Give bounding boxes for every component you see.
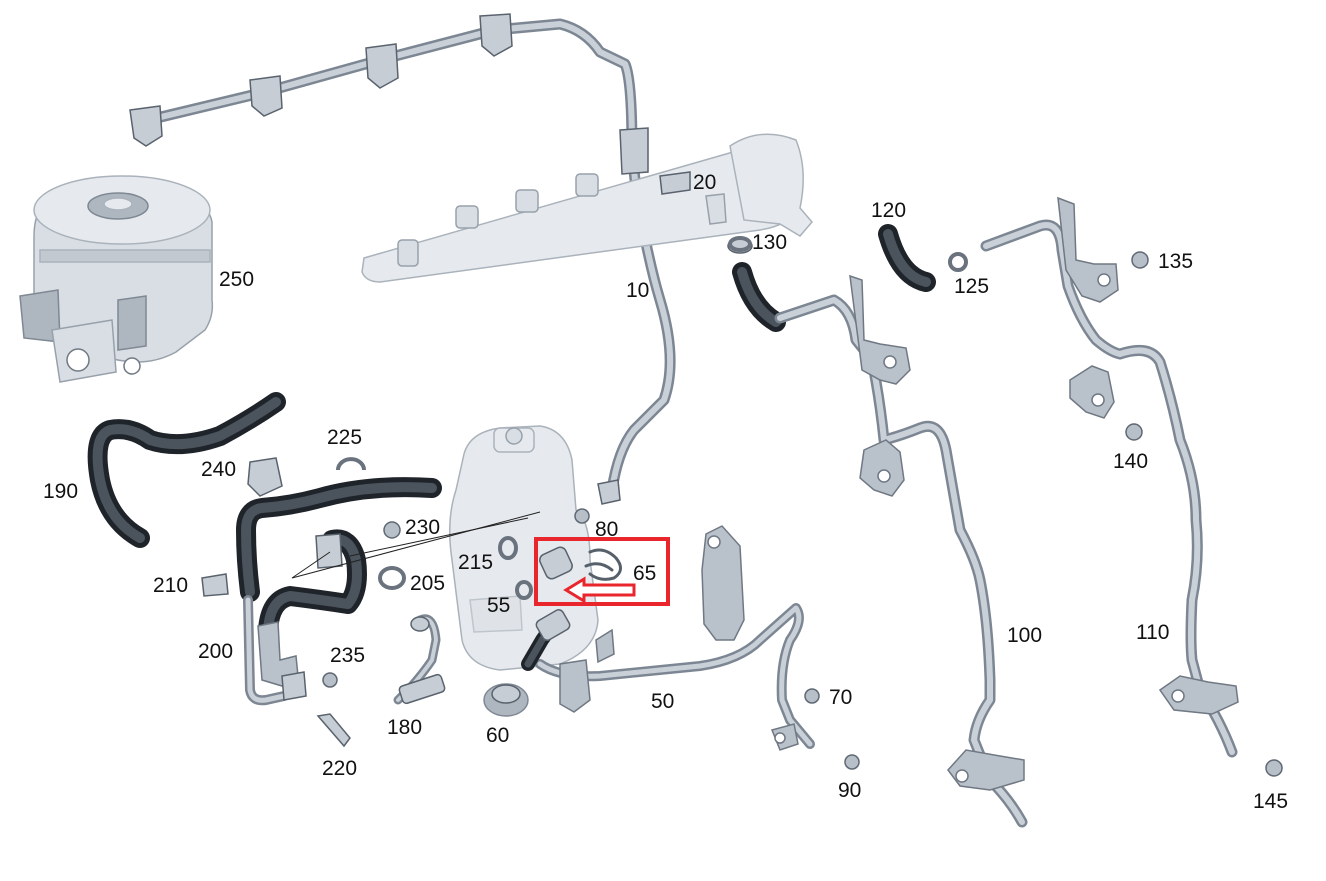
label-225: 225	[327, 426, 362, 449]
label-10: 10	[626, 279, 649, 302]
highlight-arrow-icon	[563, 576, 636, 604]
pump-callout-lines	[291, 511, 541, 579]
part-190-hose	[87, 392, 286, 548]
part-fuel-rail	[361, 133, 813, 283]
label-240: 240	[201, 458, 236, 481]
part-65-fittings	[539, 546, 622, 581]
label-200: 200	[198, 640, 233, 663]
label-135: 135	[1158, 250, 1193, 273]
part-pump-short-hose	[521, 609, 571, 671]
label-50: 50	[651, 690, 674, 713]
label-140: 140	[1113, 450, 1148, 473]
part-hoses-upper-right	[727, 224, 968, 332]
part-200-hose-assembly	[236, 477, 442, 706]
part-180-pipe-sensor	[393, 614, 446, 705]
label-210: 210	[153, 574, 188, 597]
label-20: 20	[693, 171, 716, 194]
label-125: 125	[954, 275, 989, 298]
label-65: 65	[633, 562, 656, 585]
small-parts	[201, 171, 1283, 777]
label-235: 235	[330, 644, 365, 667]
part-60-sensor	[483, 683, 529, 717]
label-55: 55	[487, 594, 510, 617]
highlight-rectangle	[534, 537, 670, 606]
label-190: 190	[43, 480, 78, 503]
label-180: 180	[387, 716, 422, 739]
label-205: 205	[410, 572, 445, 595]
label-130: 130	[752, 231, 787, 254]
part-220-sensor	[316, 713, 351, 748]
label-110: 110	[1136, 621, 1169, 644]
label-250: 250	[219, 268, 254, 291]
part-110-metal-pipe	[980, 196, 1239, 758]
label-215: 215	[458, 551, 493, 574]
label-120: 120	[871, 199, 906, 222]
label-100: 100	[1007, 624, 1042, 647]
part-100-metal-pipe	[774, 274, 1028, 828]
highlight-box	[534, 537, 670, 606]
part-high-pressure-pump	[449, 425, 599, 671]
part-number-labels: 10 20 50 55 60 65 70 80 90 100 110 120 1…	[43, 171, 1288, 813]
label-220: 220	[322, 757, 357, 780]
part-50-metal-line	[535, 525, 815, 751]
label-230: 230	[405, 516, 440, 539]
part-250-fuel-filter	[19, 175, 214, 383]
label-80: 80	[595, 518, 618, 541]
label-70: 70	[829, 686, 852, 709]
label-145: 145	[1253, 790, 1288, 813]
label-60: 60	[486, 724, 509, 747]
label-90: 90	[838, 779, 861, 802]
